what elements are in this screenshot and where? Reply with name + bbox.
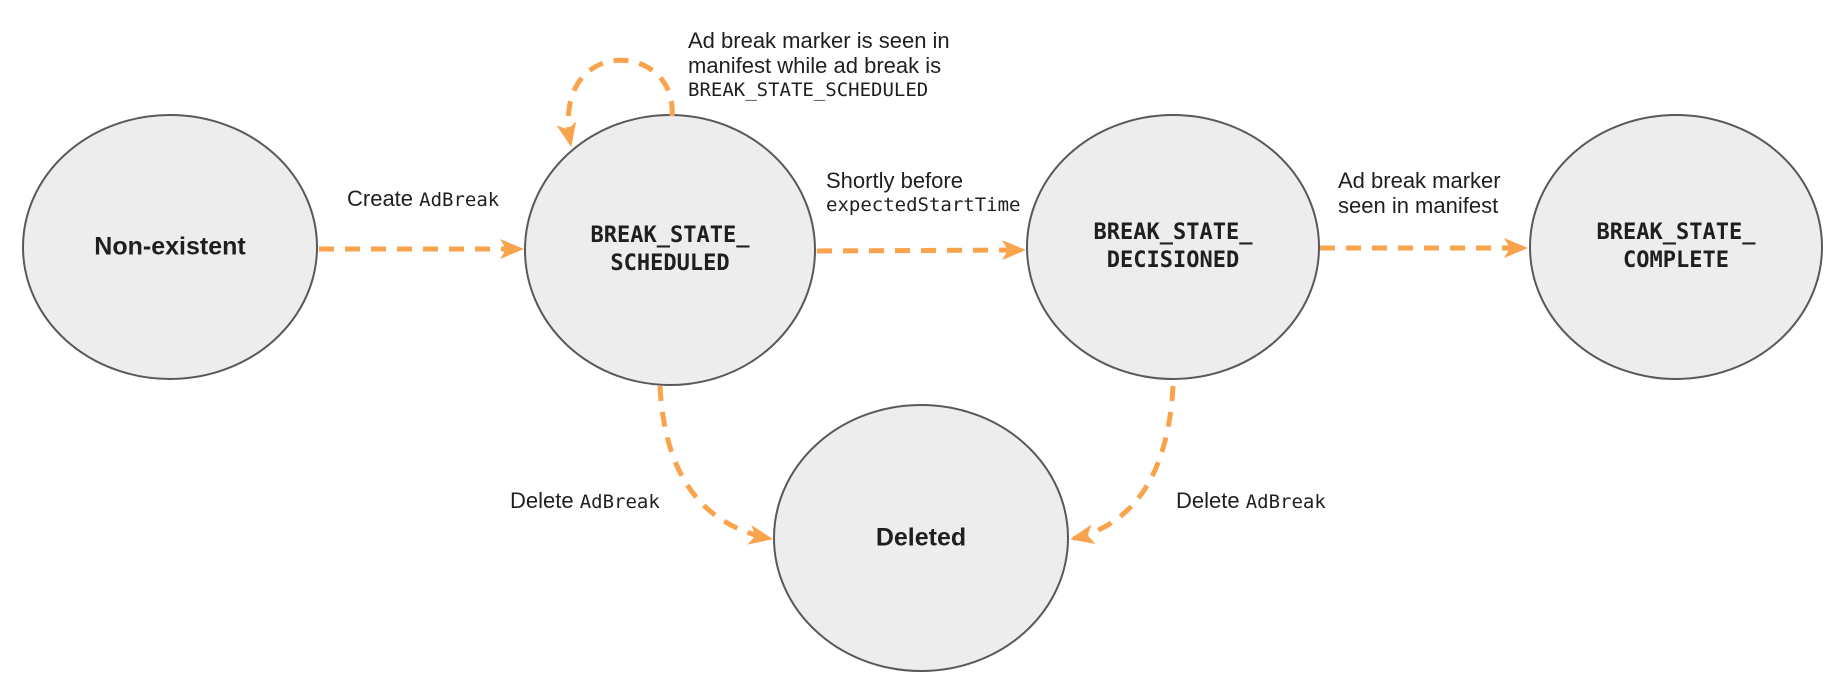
edge-label-text: Delete <box>510 488 580 513</box>
edge-label-delete-adbreak-left: Delete AdBreak <box>510 488 660 515</box>
edge-shortly-before-expected-start-time <box>816 240 1026 261</box>
edge-label-text: manifest while ad break is <box>688 53 942 78</box>
edge-label-text: Delete <box>1176 488 1246 513</box>
state-label-line: SCHEDULED <box>610 251 730 276</box>
edge-label-text: Create <box>347 186 420 211</box>
edge-label-text: Shortly before <box>826 168 963 193</box>
edge-label-code: AdBreak <box>419 189 500 211</box>
state-label-non-existent: Non-existent <box>94 232 246 261</box>
edge-label-text: Ad break marker is seen in <box>688 28 950 53</box>
edge-label-text: Ad break marker <box>1338 168 1501 193</box>
edge-label-code: AdBreak <box>1245 491 1326 513</box>
state-label-line: COMPLETE <box>1623 248 1729 273</box>
state-label-line: BREAK_STATE_ <box>590 223 750 248</box>
state-node-break-state-complete <box>1529 114 1823 380</box>
state-label-line: BREAK_STATE_ <box>1596 220 1756 245</box>
edge-label-delete-adbreak-right: Delete AdBreak <box>1176 488 1326 515</box>
state-label-line: BREAK_STATE_ <box>1093 220 1253 245</box>
state-label-line: DECISIONED <box>1106 248 1240 273</box>
state-label-break-state-complete: BREAK_STATE_ COMPLETE <box>1597 219 1756 275</box>
state-label-break-state-decisioned: BREAK_STATE_ DECISIONED <box>1094 219 1253 275</box>
state-node-non-existent <box>22 114 318 380</box>
edge-label-code: BREAK_STATE_SCHEDULED <box>688 79 929 101</box>
edge-label-marker-seen-while-scheduled: Ad break marker is seen in manifest whil… <box>688 28 950 103</box>
edge-label-shortly-before-expected-start-time: Shortly before expectedStartTime <box>826 168 1020 218</box>
edge-label-code: expectedStartTime <box>826 194 1021 216</box>
state-label-break-state-scheduled: BREAK_STATE_ SCHEDULED <box>591 222 750 278</box>
state-label-deleted: Deleted <box>875 523 967 552</box>
state-node-break-state-decisioned <box>1026 114 1320 380</box>
edge-self-loop-marker-seen <box>556 57 675 147</box>
edge-label-marker-seen-in-manifest: Ad break marker seen in manifest <box>1338 168 1501 218</box>
state-node-deleted <box>773 404 1069 672</box>
edge-label-text: seen in manifest <box>1338 193 1499 218</box>
edge-delete-adbreak-from-scheduled <box>657 385 773 545</box>
edge-label-code: AdBreak <box>579 491 660 513</box>
edge-delete-adbreak-from-decisioned <box>1070 385 1176 545</box>
edge-label-create-adbreak: Create AdBreak <box>347 186 499 213</box>
